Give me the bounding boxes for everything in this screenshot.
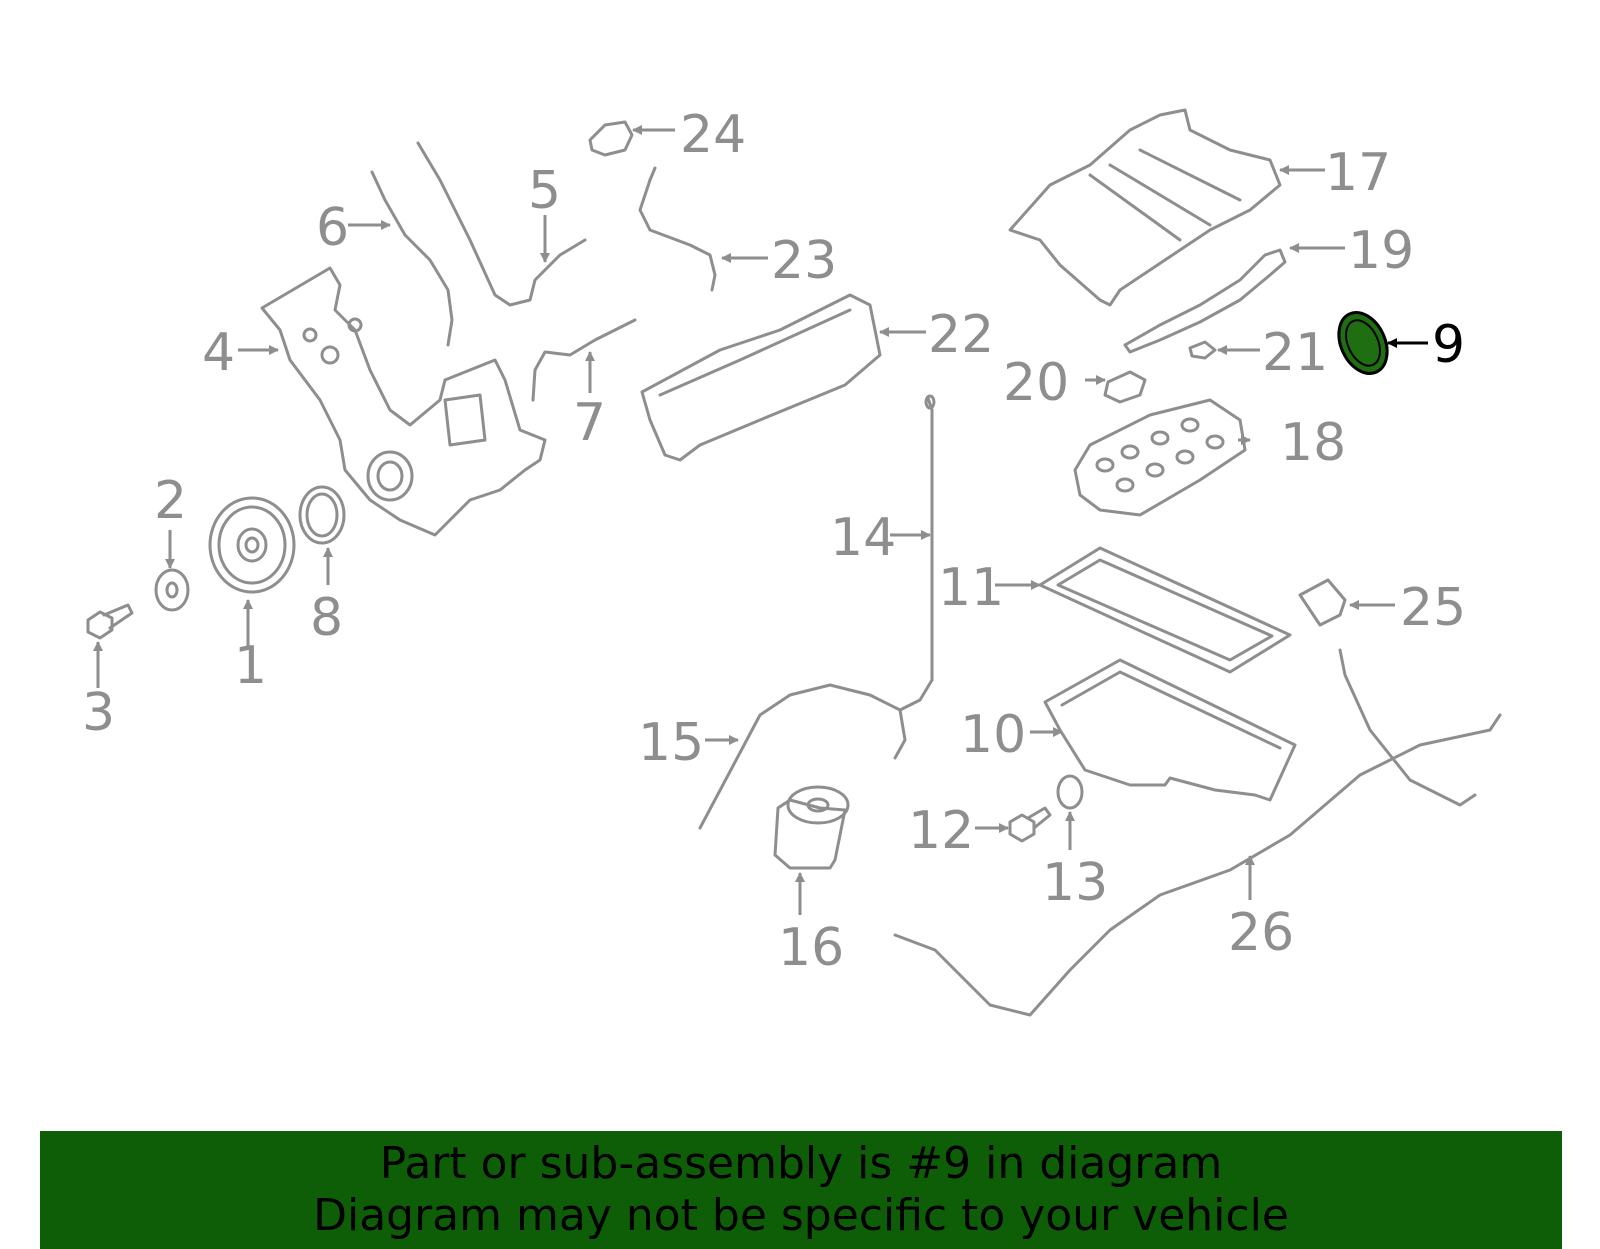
callout-21: 21 <box>1262 323 1328 383</box>
part-3-bolt <box>86 603 134 640</box>
part-26-wiring-harness <box>893 648 1502 1017</box>
part-5-gasket <box>416 141 587 307</box>
part-1-crankshaft-pulley <box>208 496 296 594</box>
part-21-seal <box>1188 340 1217 360</box>
banner-line-part: Part or sub-assembly is #9 in diagram <box>379 1138 1223 1189</box>
part-10-oil-pan <box>1043 658 1297 802</box>
info-banner: Part or sub-assembly is #9 in diagram Di… <box>40 1131 1562 1249</box>
callout-25: 25 <box>1400 578 1466 638</box>
callout-24: 24 <box>680 105 746 165</box>
part-22-valve-cover <box>640 293 882 462</box>
part-18-lower-intake <box>1073 398 1247 517</box>
part-2-washer <box>154 568 190 612</box>
callout-14: 14 <box>830 508 896 568</box>
part-24-oil-cap <box>588 120 634 157</box>
part-23-pcv-hose <box>638 166 717 292</box>
part-20-gasket <box>1103 370 1147 404</box>
callout-23: 23 <box>771 231 837 291</box>
part-11-oil-pan-gasket <box>1038 546 1292 674</box>
callout-4: 4 <box>202 323 235 383</box>
callout-2: 2 <box>154 471 187 531</box>
callout-22: 22 <box>928 305 994 365</box>
callout-11: 11 <box>938 558 1004 618</box>
part-19-intake-gasket <box>1123 248 1287 354</box>
part-12-drain-plug <box>1008 806 1052 843</box>
callout-3: 3 <box>82 683 115 743</box>
part-14-dipstick <box>924 394 936 682</box>
part-13-drain-plug-gasket <box>1056 774 1084 810</box>
part-16-oil-filter <box>773 785 850 870</box>
callout-8: 8 <box>310 588 343 648</box>
banner-line-disclaimer: Diagram may not be specific to your vehi… <box>313 1190 1289 1241</box>
callout-13: 13 <box>1042 853 1108 913</box>
part-17-intake-manifold <box>1008 108 1282 307</box>
part-7-gasket <box>531 318 637 402</box>
part-25-bracket <box>1298 578 1347 627</box>
callout-9: 9 <box>1432 315 1465 375</box>
callout-15: 15 <box>638 713 704 773</box>
part-8-seal <box>298 485 346 545</box>
callout-arrows <box>93 125 1428 915</box>
callout-17: 17 <box>1325 143 1391 203</box>
part-15-dipstick-tube <box>698 678 934 830</box>
callout-20: 20 <box>1003 353 1069 413</box>
callout-26: 26 <box>1228 903 1294 963</box>
callout-7: 7 <box>573 393 606 453</box>
callout-12: 12 <box>908 801 974 861</box>
callout-10: 10 <box>960 705 1026 765</box>
callout-19: 19 <box>1348 221 1414 281</box>
callout-5: 5 <box>528 161 561 221</box>
callout-18: 18 <box>1280 413 1346 473</box>
callout-16: 16 <box>778 918 844 978</box>
part-4-timing-cover <box>260 266 547 537</box>
parts-diagram: 1 2 3 4 5 6 7 8 9 10 11 12 13 14 15 16 1… <box>82 105 1502 1017</box>
part-6-gasket <box>370 170 454 347</box>
part-9-rear-main-seal <box>1337 311 1389 375</box>
callout-6: 6 <box>316 198 349 258</box>
callout-1: 1 <box>234 636 267 696</box>
